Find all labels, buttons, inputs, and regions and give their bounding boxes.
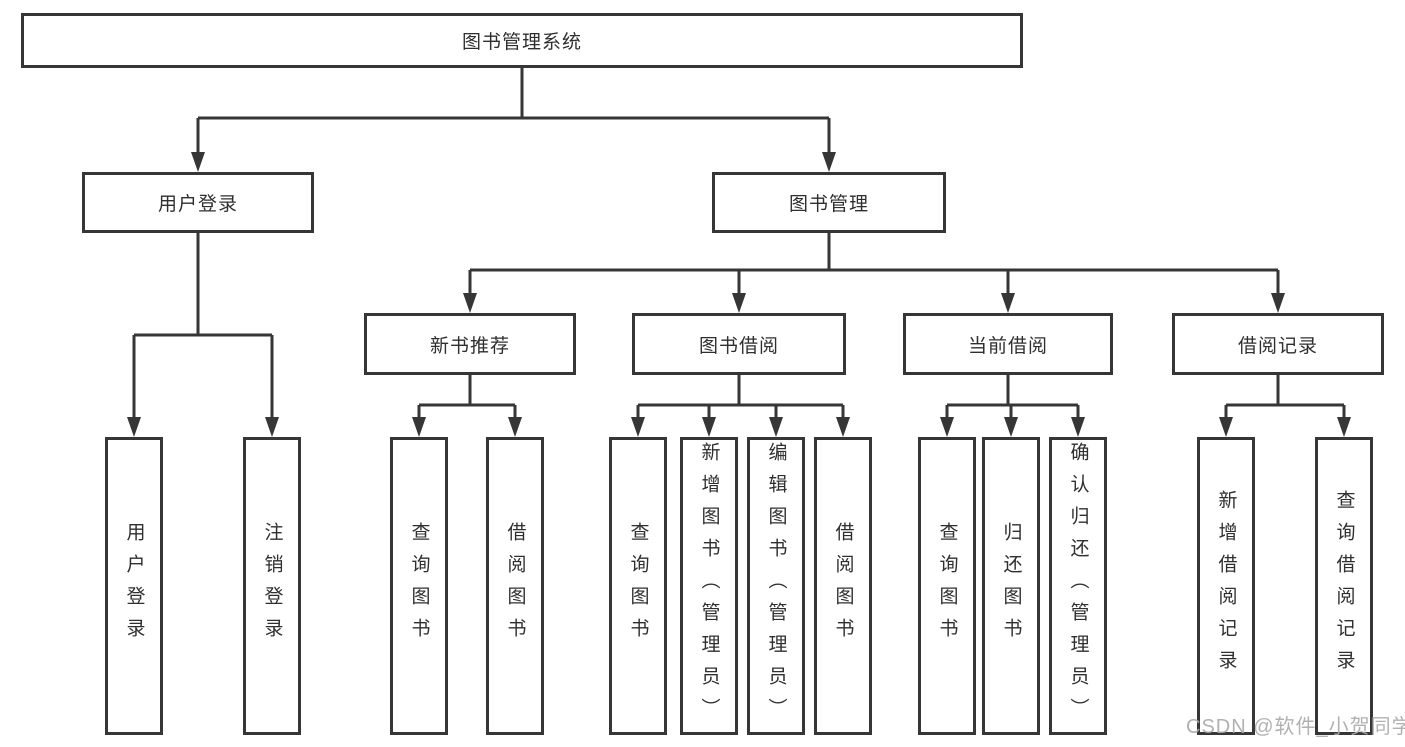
arrow-icon (127, 417, 141, 437)
connector-paths (132, 68, 1346, 421)
node-add-borrow-record: 新增借阅记录 (1197, 437, 1255, 735)
node-query-borrow-record: 查询借阅记录 (1315, 437, 1373, 735)
node-label: 借阅图书 (504, 522, 526, 650)
csdn-watermark: CSDN @软件_小贺同学 (1186, 716, 1405, 738)
arrow-icon (1071, 417, 1085, 437)
node-label: 用户登录 (157, 194, 238, 215)
node-borrow-books-recommend: 借阅图书 (486, 437, 544, 735)
node-book-borrowing: 图书借阅 (632, 313, 846, 375)
node-label: 图书借阅 (698, 335, 779, 357)
node-book-management: 图书管理 (712, 172, 946, 233)
node-return-books: 归还图书 (982, 437, 1040, 735)
node-user-login: 用户登录 (82, 172, 314, 233)
node-label: 编辑图书（管理员） (765, 442, 787, 730)
arrow-icon (940, 417, 954, 437)
arrow-icon (265, 417, 279, 437)
node-label: 借阅记录 (1237, 335, 1318, 357)
node-label: 新书推荐 (429, 335, 510, 357)
arrow-icon (1271, 293, 1285, 313)
arrow-icon (702, 417, 716, 437)
node-query-books-borrowing: 查询图书 (609, 437, 667, 735)
node-label: 图书管理系统 (461, 32, 582, 53)
node-new-book-recommendation: 新书推荐 (364, 313, 576, 375)
node-label: 确认归还（管理员） (1067, 442, 1089, 730)
node-user-login-action: 用户登录 (105, 437, 163, 735)
node-query-books-current: 查询图书 (918, 437, 976, 735)
arrow-icon (822, 152, 836, 172)
node-label: 归还图书 (1000, 522, 1022, 650)
node-label: 查询图书 (627, 522, 649, 650)
arrow-icon (1004, 417, 1018, 437)
arrow-icon (836, 417, 850, 437)
node-query-books-recommend: 查询图书 (390, 437, 448, 735)
node-label: 新增借阅记录 (1215, 490, 1237, 682)
node-label: 用户登录 (123, 522, 145, 650)
node-label: 注销登录 (261, 522, 283, 650)
arrow-icon (1219, 417, 1233, 437)
arrow-icon (191, 152, 205, 172)
node-edit-book-admin: 编辑图书（管理员） (747, 437, 805, 735)
node-borrow-books-borrowing: 借阅图书 (814, 437, 872, 735)
node-label: 查询借阅记录 (1333, 490, 1355, 682)
node-add-book-admin: 新增图书（管理员） (680, 437, 738, 735)
arrow-icon (412, 417, 426, 437)
node-label: 新增图书（管理员） (698, 442, 720, 730)
arrow-icon (508, 417, 522, 437)
arrow-icon (631, 417, 645, 437)
node-label: 查询图书 (408, 522, 430, 650)
node-label: 当前借阅 (967, 335, 1048, 357)
node-confirm-return-admin: 确认归还（管理员） (1049, 437, 1107, 735)
node-logout: 注销登录 (243, 437, 301, 735)
arrow-icon (1001, 293, 1015, 313)
node-library-system: 图书管理系统 (21, 13, 1023, 68)
arrowheads (127, 152, 1351, 437)
arrow-icon (732, 293, 746, 313)
node-borrowing-records: 借阅记录 (1172, 313, 1384, 375)
node-label: 借阅图书 (832, 522, 854, 650)
arrow-icon (1337, 417, 1351, 437)
arrow-icon (463, 293, 477, 313)
tree-edges (132, 68, 1346, 421)
node-label: 查询图书 (936, 522, 958, 650)
arrow-icon (769, 417, 783, 437)
node-label: 图书管理 (788, 194, 869, 215)
node-current-borrowing: 当前借阅 (903, 313, 1113, 375)
